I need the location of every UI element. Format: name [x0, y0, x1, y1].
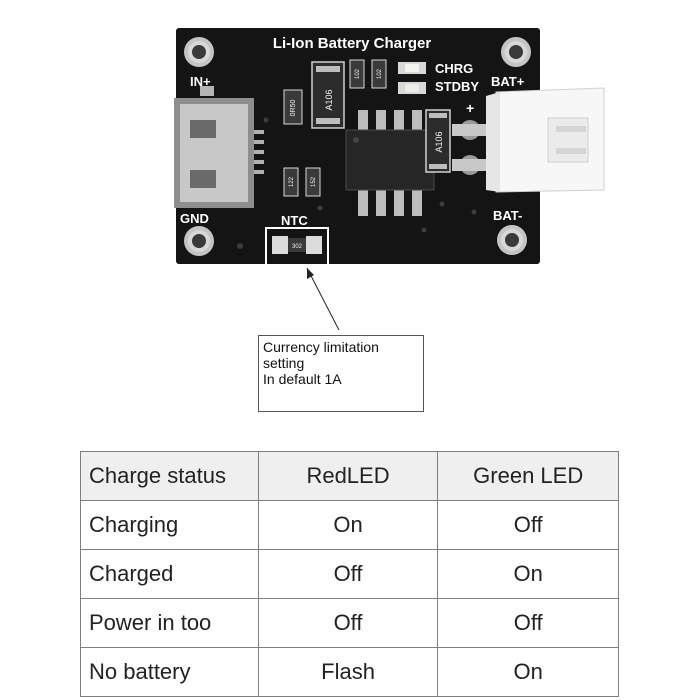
svg-text:0R50: 0R50	[290, 100, 297, 117]
table-cell: Off	[257, 549, 439, 599]
mounting-hole-bottom-right	[497, 225, 527, 255]
sense-resistor: 0R50	[283, 89, 303, 125]
svg-text:102: 102	[355, 68, 361, 79]
led-resistor-1: 102	[349, 59, 365, 89]
callout-leader-line	[306, 267, 340, 330]
via-dots	[237, 117, 477, 249]
resistor-r2: 152	[305, 167, 321, 197]
mounting-hole-top-left	[184, 37, 214, 67]
label-gnd: GND	[180, 211, 209, 226]
led-resistor-2: 102	[371, 59, 387, 89]
label-plus-sign: +	[466, 100, 474, 116]
svg-text:A106: A106	[434, 131, 444, 152]
header-green-led: Green LED	[437, 451, 619, 501]
table-cell: No battery	[80, 647, 259, 697]
led-chrg	[398, 62, 426, 74]
label-bat-plus: BAT+	[491, 74, 525, 89]
callout-line-1: Currency limitation	[263, 339, 379, 355]
table-row: No battery Flash On	[80, 647, 619, 697]
label-stdby: STDBY	[435, 79, 479, 94]
table-cell: On	[437, 647, 619, 697]
header-red-led: RedLED	[257, 451, 439, 501]
table-cell: Charging	[80, 500, 259, 550]
diode-right: A106	[425, 109, 451, 173]
table-row: Charged Off On	[80, 549, 619, 599]
table-cell: Off	[437, 598, 619, 648]
diode-left-mark: A106	[324, 89, 334, 110]
charger-board-diagram: Li-Ion Battery Charger IN+ GND NTC CHRG …	[174, 28, 605, 330]
table-row: Charging On Off	[80, 500, 619, 550]
table-cell: Flash	[257, 647, 439, 697]
table-cell: Power in too	[80, 598, 259, 648]
label-ntc: NTC	[281, 213, 308, 228]
table-cell: Off	[257, 598, 439, 648]
table-cell: Charged	[80, 549, 259, 599]
table-header-row: Charge status RedLED Green LED	[80, 451, 619, 501]
led-stdby	[398, 82, 426, 94]
program-resistor: 302	[265, 227, 329, 267]
resistor-r1: 122	[283, 167, 299, 197]
mounting-hole-top-right	[501, 37, 531, 67]
diode-left: A106	[311, 61, 345, 129]
callout-arrowhead	[307, 268, 314, 279]
board-title: Li-Ion Battery Charger	[273, 35, 432, 52]
header-charge-status: Charge status	[80, 451, 259, 501]
table-cell: On	[437, 549, 619, 599]
svg-text:302: 302	[292, 244, 303, 250]
charger-ic	[345, 110, 435, 216]
callout-line-2: setting	[263, 355, 305, 371]
callout-line-3: In default 1A	[263, 371, 342, 387]
svg-text:102: 102	[377, 68, 383, 79]
table-cell: Off	[437, 500, 619, 550]
svg-text:122: 122	[289, 176, 295, 187]
svg-text:152: 152	[311, 176, 317, 187]
label-in-plus: IN+	[190, 74, 211, 89]
charge-status-table: Charge status RedLED Green LED Charging …	[80, 451, 619, 697]
current-limit-callout: Currency limitation setting In default 1…	[258, 335, 424, 412]
table-row: Power in too Off Off	[80, 598, 619, 648]
label-chrg: CHRG	[435, 61, 473, 76]
mounting-hole-bottom-left	[184, 226, 214, 256]
label-bat-minus: BAT-	[493, 208, 522, 223]
battery-connector	[452, 87, 605, 193]
table-cell: On	[257, 500, 439, 550]
micro-usb-connector	[174, 86, 264, 208]
